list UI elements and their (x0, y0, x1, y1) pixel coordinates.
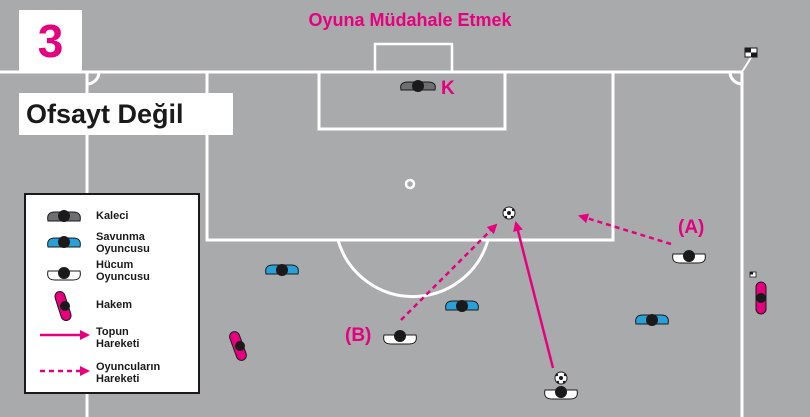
legend-symbols (40, 210, 90, 376)
legend-label-attacker: Hücum Oyuncusu (96, 259, 196, 283)
attacker-figure-icon (47, 267, 81, 281)
legend-label-player-movement-line2: Hareketi (96, 373, 140, 385)
player-a-movement-arrow (578, 213, 672, 246)
defender-figure-icon (265, 264, 299, 276)
legend-label-attacker-line1: Hücum (96, 259, 134, 271)
penalty-spot (404, 178, 416, 190)
ball-movement-arrow (513, 221, 555, 369)
ball-icon (502, 206, 516, 220)
legend-label-ball-movement-line2: Hareketi (96, 338, 140, 350)
diagram-title: Oyuna Müdahale Etmek (308, 10, 512, 30)
attacker-figure-icon (544, 386, 578, 400)
scene-number: 3 (19, 10, 82, 72)
ball-icon (554, 371, 568, 385)
goalkeeper-label: K (441, 78, 455, 99)
player-b-movement-arrow (400, 223, 498, 321)
legend-label-ball-movement: Topun Hareketi (96, 326, 196, 350)
legend-label-goalkeeper: Kaleci (96, 210, 129, 222)
legend-label-defender-line1: Savunma (96, 231, 145, 243)
referee-figure-icon (749, 271, 767, 315)
legend-label-referee: Hakem (96, 299, 133, 311)
defender-figure-icon (47, 236, 81, 248)
legend: Kaleci Savunma Oyuncusu Hücum Oyuncusu H… (24, 193, 200, 394)
legend-label-ball-movement-line1: Topun (96, 326, 129, 338)
legend-label-defender-line2: Oyuncusu (96, 243, 150, 255)
goal (373, 42, 454, 72)
player-a-label: (A) (678, 217, 705, 238)
player-b-label: (B) (345, 325, 372, 346)
defender-figure-icon (445, 300, 479, 312)
legend-label-player-movement: Oyuncuların Hareketi (96, 361, 196, 385)
corner-flag-icon (741, 47, 758, 73)
goalkeeper-figure-icon (400, 80, 436, 92)
attacker-figure-icon (672, 250, 706, 264)
legend-label-defender: Savunma Oyuncusu (96, 231, 196, 255)
referee-figure-icon (54, 290, 72, 322)
defender-figure-icon (635, 314, 669, 326)
verdict-label: Ofsayt Değil (19, 93, 233, 135)
referee-figure-icon (229, 331, 247, 361)
goalkeeper-figure-icon (47, 210, 81, 222)
legend-label-attacker-line2: Oyuncusu (96, 271, 150, 283)
legend-label-player-movement-line1: Oyuncuların (96, 361, 161, 373)
attacker-figure-icon (383, 330, 417, 345)
